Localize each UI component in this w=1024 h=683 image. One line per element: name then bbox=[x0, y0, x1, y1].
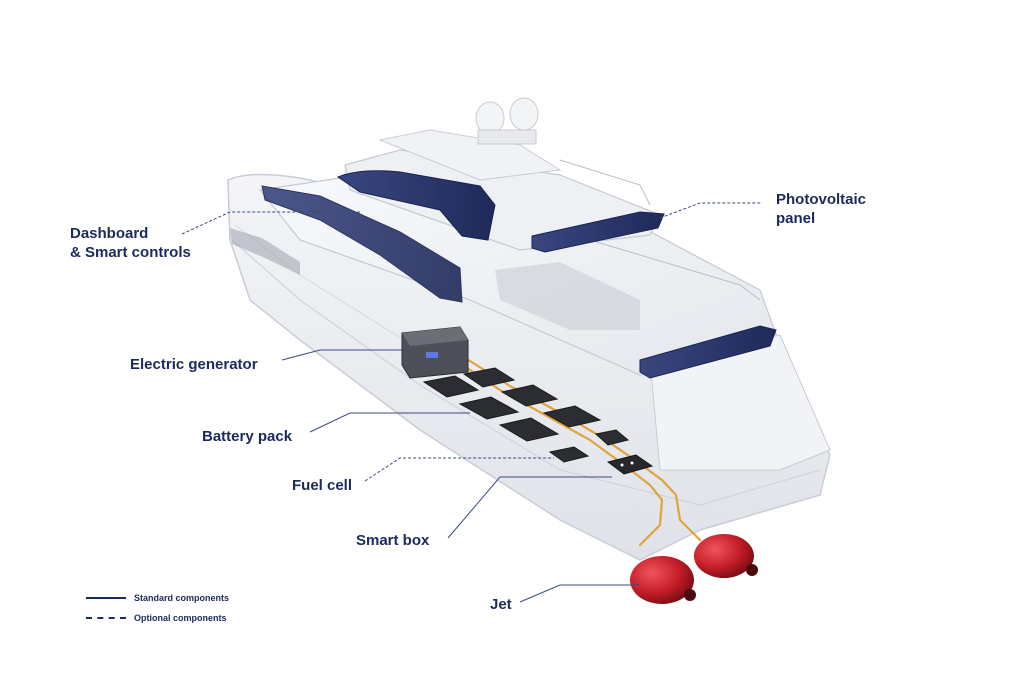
label-dashboard: Dashboard & Smart controls bbox=[70, 224, 191, 262]
legend-solid-line bbox=[86, 597, 126, 599]
battery-pack bbox=[422, 367, 630, 446]
label-photovoltaic: Photovoltaic panel bbox=[776, 190, 866, 228]
label-jet: Jet bbox=[490, 596, 512, 613]
label-photovoltaic-line1: Photovoltaic bbox=[776, 191, 867, 208]
jet-thrusters bbox=[630, 534, 758, 604]
electric-generator bbox=[401, 326, 469, 379]
label-smart-box: Smart box bbox=[356, 532, 430, 549]
label-electric-generator: Electric generator bbox=[130, 356, 258, 373]
label-dashboard-line2: & Smart controls bbox=[70, 244, 191, 261]
legend-optional-label: Optional components bbox=[134, 613, 227, 623]
legend-standard-label: Standard components bbox=[134, 593, 230, 603]
legend-standard: Standard components bbox=[86, 593, 229, 603]
photovoltaic-panels bbox=[261, 170, 777, 379]
legend-dashed-line bbox=[86, 617, 126, 619]
label-fuel-cell: Fuel cell bbox=[292, 477, 353, 494]
fuel-cell bbox=[548, 446, 590, 463]
label-photovoltaic-line2: panel bbox=[776, 210, 816, 227]
label-dashboard-line1: Dashboard bbox=[70, 225, 149, 242]
smart-box bbox=[606, 454, 654, 475]
legend-optional: Optional components bbox=[86, 613, 227, 623]
leader-lines bbox=[181, 202, 762, 603]
label-battery-pack: Battery pack bbox=[202, 428, 293, 445]
